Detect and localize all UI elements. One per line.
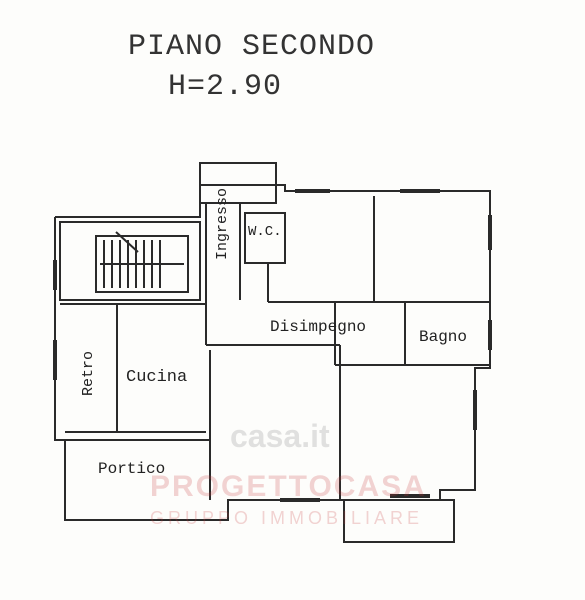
- room-label-portico: Portico: [98, 460, 166, 478]
- watermark-brand: PROGETTOCASA: [150, 470, 427, 503]
- room-label-retro: Retro: [80, 350, 97, 396]
- ceiling-height-label: H=2.90: [168, 70, 283, 104]
- watermark-subtitle: GRUPPO IMMOBILIARE: [150, 508, 424, 528]
- room-label-bagno: Bagno: [419, 328, 468, 346]
- room-label-ingresso: Ingresso: [214, 187, 231, 260]
- walls: [53, 162, 492, 543]
- watermark-site: casa.it: [230, 418, 330, 454]
- room-label-cucina: Cucina: [126, 368, 188, 387]
- plan-title: PIANO SECONDO: [128, 30, 376, 64]
- room-label-wc: W.C.: [248, 224, 282, 240]
- room-label-disimpegno: Disimpegno: [270, 318, 367, 336]
